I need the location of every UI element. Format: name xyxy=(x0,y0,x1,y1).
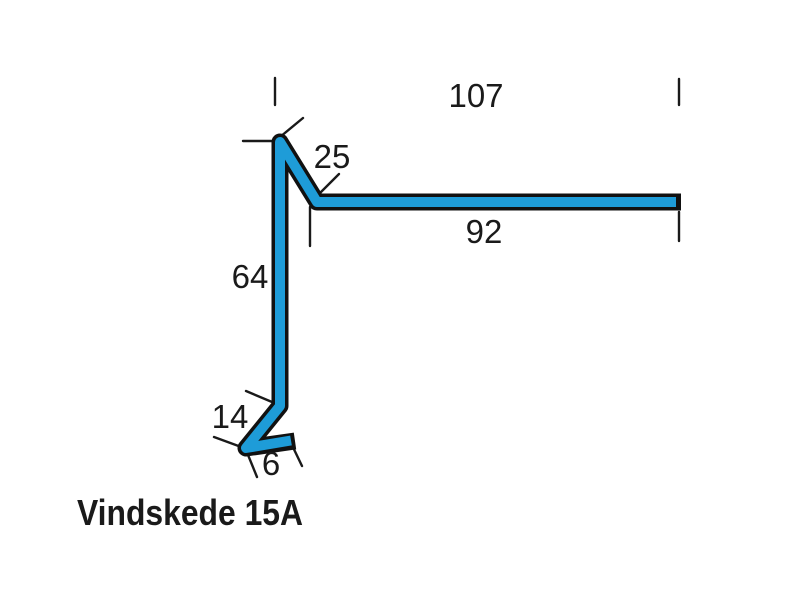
dim-14-tick-top xyxy=(244,389,274,404)
dim-label-14: 14 xyxy=(212,398,249,435)
dim-label-6: 6 xyxy=(262,445,280,482)
dim-25-tick-top xyxy=(278,116,305,139)
dim-label-92: 92 xyxy=(466,213,503,250)
diagram-title: Vindskede 15A xyxy=(77,492,303,533)
dim-label-25: 25 xyxy=(314,138,351,175)
dim-label-64: 64 xyxy=(232,258,269,295)
dimension-labels: 107 25 92 64 14 6 xyxy=(212,77,504,482)
dim-label-107: 107 xyxy=(448,77,503,114)
profile-metal-fill xyxy=(241,137,676,453)
